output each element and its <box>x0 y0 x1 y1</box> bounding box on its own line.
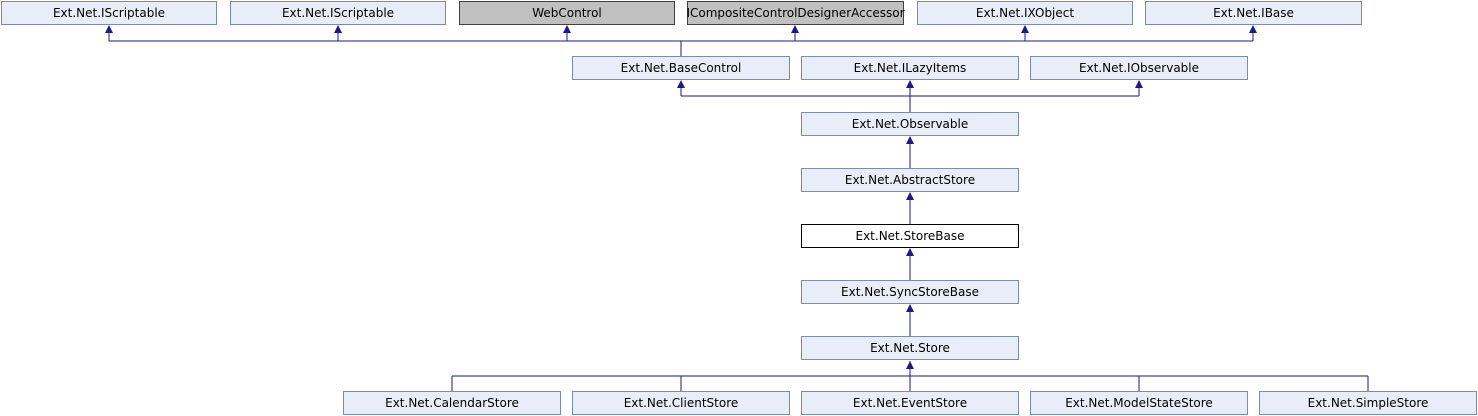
node-iobservable[interactable]: Ext.Net.IObservable <box>1030 56 1248 80</box>
edge-basecontrol-parents <box>105 25 1257 56</box>
node-observable[interactable]: Ext.Net.Observable <box>801 112 1019 136</box>
node-syncstorebase[interactable]: Ext.Net.SyncStoreBase <box>801 280 1019 304</box>
edge-chain <box>906 136 914 336</box>
node-simplestore[interactable]: Ext.Net.SimpleStore <box>1259 391 1477 415</box>
node-modelstatestore[interactable]: Ext.Net.ModelStateStore <box>1030 391 1248 415</box>
node-eventstore[interactable]: Ext.Net.EventStore <box>801 391 1019 415</box>
node-webcontrol: WebControl <box>459 1 675 25</box>
edge-observable-parents <box>677 80 1143 112</box>
node-calendarstore[interactable]: Ext.Net.CalendarStore <box>343 391 561 415</box>
node-abstractstore[interactable]: Ext.Net.AbstractStore <box>801 168 1019 192</box>
node-icompositecontroldesigneraccessor: ICompositeControlDesignerAccessor <box>686 1 905 25</box>
node-ibase[interactable]: Ext.Net.IBase <box>1145 1 1362 25</box>
node-store[interactable]: Ext.Net.Store <box>801 336 1019 360</box>
node-iscriptable-2[interactable]: Ext.Net.IScriptable <box>230 1 446 25</box>
node-iscriptable-1[interactable]: Ext.Net.IScriptable <box>1 1 217 25</box>
node-storebase-current: Ext.Net.StoreBase <box>801 224 1019 248</box>
edge-store-children <box>451 361 1369 391</box>
node-ixobject[interactable]: Ext.Net.IXObject <box>917 1 1133 25</box>
node-basecontrol[interactable]: Ext.Net.BaseControl <box>572 56 790 80</box>
node-clientstore[interactable]: Ext.Net.ClientStore <box>572 391 790 415</box>
node-ilazyitems[interactable]: Ext.Net.ILazyItems <box>801 56 1019 80</box>
